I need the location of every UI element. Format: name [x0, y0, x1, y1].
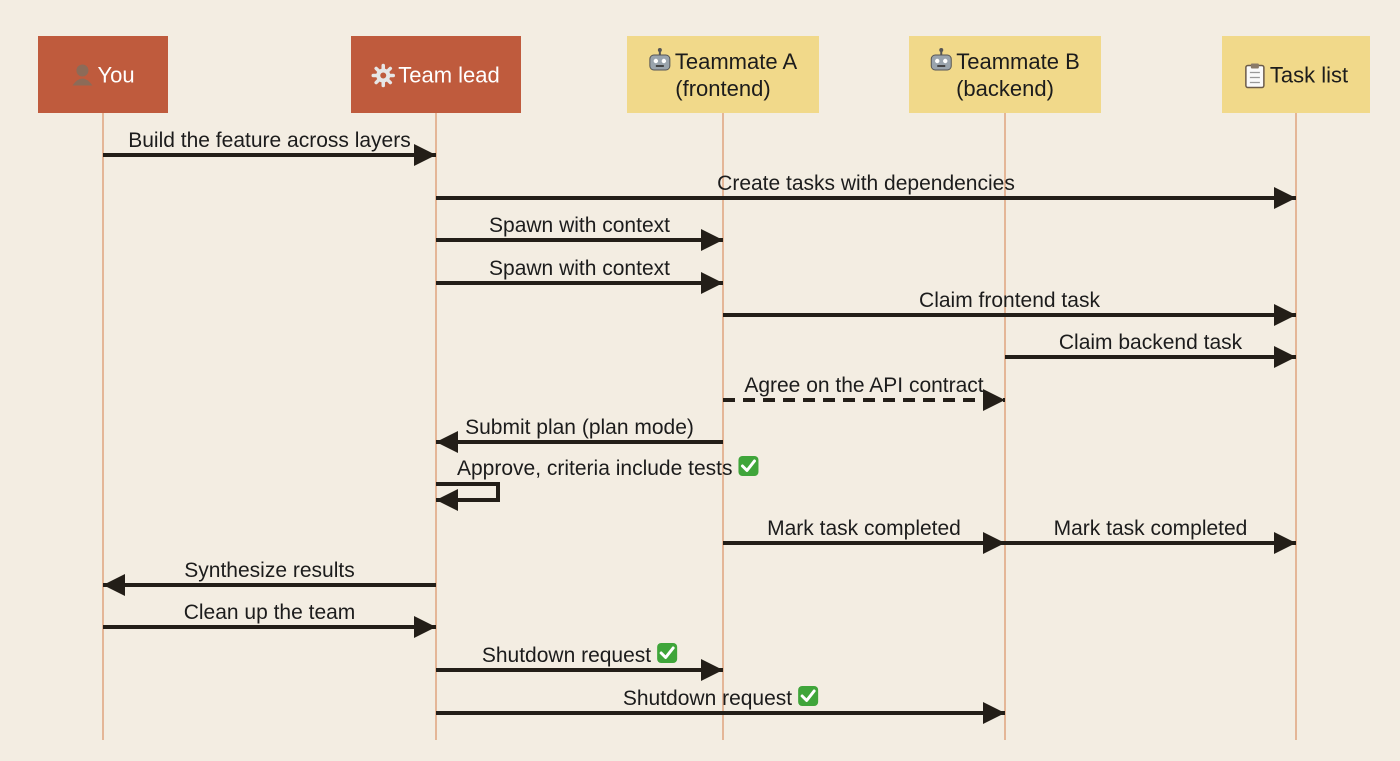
message-label: Agree on the API contract	[744, 374, 983, 397]
message-8: Submit plan (plan mode)	[436, 416, 723, 453]
actor-task: Task list	[1222, 36, 1370, 113]
actor-label: Task list	[1270, 63, 1348, 88]
actor-label: Team lead	[398, 63, 500, 88]
message-label: Clean up the team	[184, 601, 356, 624]
check-mark-icon	[798, 686, 819, 706]
actor-label: Teammate B	[956, 49, 1080, 74]
message-label: Spawn with context	[489, 214, 670, 237]
message-3: Spawn with context	[436, 214, 723, 251]
robot-icon	[649, 48, 671, 71]
user-icon	[72, 64, 93, 86]
message-label: Mark task completed	[767, 517, 961, 540]
message-2: Create tasks with dependencies	[436, 172, 1296, 209]
message-4: Spawn with context	[436, 257, 723, 294]
actor-box	[38, 36, 168, 113]
message-label: Build the feature across layers	[128, 129, 410, 152]
message-14: Shutdown request	[436, 643, 723, 681]
message-label: Spawn with context	[489, 257, 670, 280]
message-label: Create tasks with dependencies	[717, 172, 1015, 195]
actor-ta: Teammate A(frontend)	[627, 36, 819, 113]
actor-tb: Teammate B(backend)	[909, 36, 1101, 113]
message-label: Submit plan (plan mode)	[465, 416, 694, 439]
message-15: Shutdown request	[436, 686, 1005, 724]
message-1: Build the feature across layers	[103, 129, 436, 166]
actor-label: You	[97, 63, 134, 88]
clipboard-icon	[1245, 63, 1265, 89]
actor-label: Teammate A	[675, 49, 798, 74]
message-label: Approve, criteria include tests	[457, 457, 732, 480]
message-6: Claim backend task	[1005, 331, 1296, 368]
robot-icon	[930, 48, 952, 71]
actor-box	[909, 36, 1101, 113]
message-12: Synthesize results	[103, 559, 436, 596]
message-11: Mark task completed	[1005, 517, 1296, 554]
actor-lead: Team lead	[351, 36, 521, 113]
message-10: Mark task completed	[723, 517, 1005, 554]
message-13: Clean up the team	[103, 601, 436, 638]
gear-icon	[371, 63, 395, 88]
message-7: Agree on the API contract	[723, 374, 1005, 411]
actor-label: (frontend)	[675, 76, 770, 101]
check-mark-icon	[657, 643, 678, 663]
message-9: Approve, criteria include tests	[436, 456, 759, 511]
message-5: Claim frontend task	[723, 289, 1296, 326]
message-label: Claim backend task	[1059, 331, 1243, 354]
check-mark-icon	[738, 456, 759, 476]
actor-you: You	[38, 36, 168, 113]
message-label: Shutdown request	[623, 687, 792, 710]
message-label: Shutdown request	[482, 644, 651, 667]
message-label: Claim frontend task	[919, 289, 1100, 312]
self-message-arrow	[436, 482, 500, 511]
message-label: Mark task completed	[1054, 517, 1248, 540]
actor-box	[627, 36, 819, 113]
message-label: Synthesize results	[184, 559, 354, 582]
actor-label: (backend)	[956, 76, 1054, 101]
